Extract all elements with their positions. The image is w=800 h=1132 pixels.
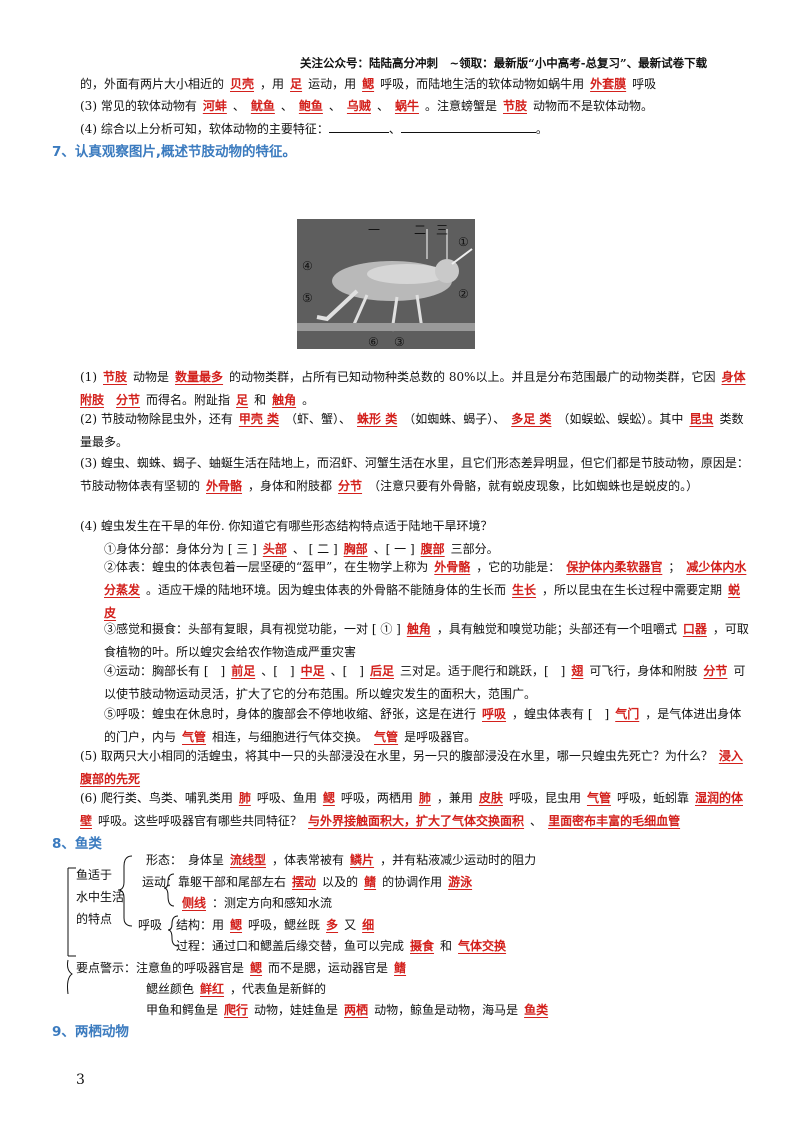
fish-resp-label: 呼吸 [138, 918, 163, 932]
fish-move-line: 运动：靠躯干部和尾部左右摆动以及的鳍的协调作用游泳 [142, 875, 473, 889]
s7-item-sense: ③感觉和摄食：头部有复眼，具有视觉功能，一对 [ ① ]触角，具有触觉和嗅觉功能… [104, 622, 749, 659]
figure-label-3: 三 [436, 223, 449, 237]
fish-lateral-line: 侧线：测定方向和感知水流 [182, 896, 333, 910]
fish-struct-line: 结构：用鳃呼吸，鳃丝既多又细 [176, 918, 375, 932]
fish-shape-line: 形态： 身体呈流线型，体表常被有鳞片，并有粘液减少运动时的阻力 [146, 853, 537, 867]
grasshopper-figure [297, 219, 475, 349]
figure-label-circle-1: ① [458, 235, 469, 249]
mollusc-line-1: 的，外面有两片大小相近的贝壳，用足运动，用鳃呼吸，而陆地生活的软体动物如蜗牛用外… [80, 77, 657, 91]
figure-label-circle-4: ④ [302, 259, 313, 273]
fish-root-label: 鱼适于水中生活的特点 [76, 868, 125, 926]
figure-label-1: 一 [368, 223, 381, 237]
figure-label-circle-2: ② [458, 287, 469, 301]
mollusc-line-3: (4) 综合以上分析可知，软体动物的主要特征：、。 [80, 122, 548, 136]
s7-para-2: (2) 节肢动物除昆虫外，还有甲壳 类（虾、蟹）、蛛形 类（如蜘蛛、蝎子）、多足… [80, 412, 744, 449]
figure-label-circle-6: ⑥ [368, 335, 379, 349]
fish-note-2: 鳃丝颜色鲜红，代表鱼是新鲜的 [146, 982, 327, 996]
s7-item-movement: ④运动：胸部长有 [ ]前足、[ ]中足、[ ]后足三对足。适于爬行和跳跃，[ … [104, 664, 746, 701]
figure-label-circle-3: ③ [394, 335, 405, 349]
s7-question-4: (4) 蝗虫发生在干旱的年份. 你知道它有哪些形态结构特点适于陆地干旱环境？ [80, 519, 493, 533]
section-8-title: 8、鱼类 [52, 836, 102, 852]
s7-item-body-parts: ①身体分部：身体分为 [ 三 ]头部、 [ 二 ]胸部、[ 一 ]腹部三部分。 [104, 542, 499, 556]
s7-item-body-surface: ②体表：蝗虫的体表包着一层坚硬的“盔甲”，在生物学上称为外骨骼，它的功能是：保护… [104, 560, 747, 620]
s7-para-5: (5) 取两只大小相同的活蝗虫，将其中一只的头部浸没在水里，另一只的腹部浸没在水… [80, 749, 743, 786]
mollusc-line-2: (3) 常见的软体动物有河蚌、鱿鱼、鲍鱼、乌贼、蜗牛。注意螃蟹是节肢动物而不是软… [80, 99, 654, 113]
s7-para-6: (6) 爬行类、鸟类、哺乳类用肺呼吸、鱼用鳃呼吸，两栖用肺，兼用皮肤呼吸，昆虫用… [80, 791, 743, 828]
page-number: 3 [76, 1072, 85, 1088]
s7-item-breathing: ⑤呼吸：蝗虫在休息时，身体的腹部会不停地收缩、舒张，这是在进行呼吸，蝗虫体表有 … [104, 707, 742, 744]
s7-para-1: (1)节肢动物是数量最多的动物类群，占所有已知动物种类总数的 80%以上。并且是… [80, 370, 746, 407]
fish-brace-diagram [67, 855, 179, 995]
figure-label-2: 二 [414, 223, 427, 237]
fish-note-1: 要点警示：注意鱼的呼吸器官是鳃而不是腮，运动器官是鳍 [76, 961, 407, 975]
s7-para-3: (3) 蝗虫、蜘蛛、蝎子、蚰蜒生活在陆地上，而沼虾、河蟹生活在水里，且它们形态差… [80, 456, 749, 493]
fish-note-3: 甲鱼和鳄鱼是爬行动物，娃娃鱼是两栖动物，鲸鱼是动物，海马是鱼类 [146, 1003, 549, 1017]
section-9-title: 9、两栖动物 [52, 1024, 129, 1040]
page-header: 关注公众号：陆陆高分冲刺 ~领取：最新版“小中高考-总复习”、最新试卷下载 [300, 56, 708, 70]
section-7-title: 7、认真观察图片,概述节肢动物的特征。 [52, 144, 297, 160]
fish-process-line: 过程：通过口和鳃盖后缘交替，鱼可以完成摄食和气体交换 [176, 939, 507, 953]
figure-label-circle-5: ⑤ [302, 291, 313, 305]
